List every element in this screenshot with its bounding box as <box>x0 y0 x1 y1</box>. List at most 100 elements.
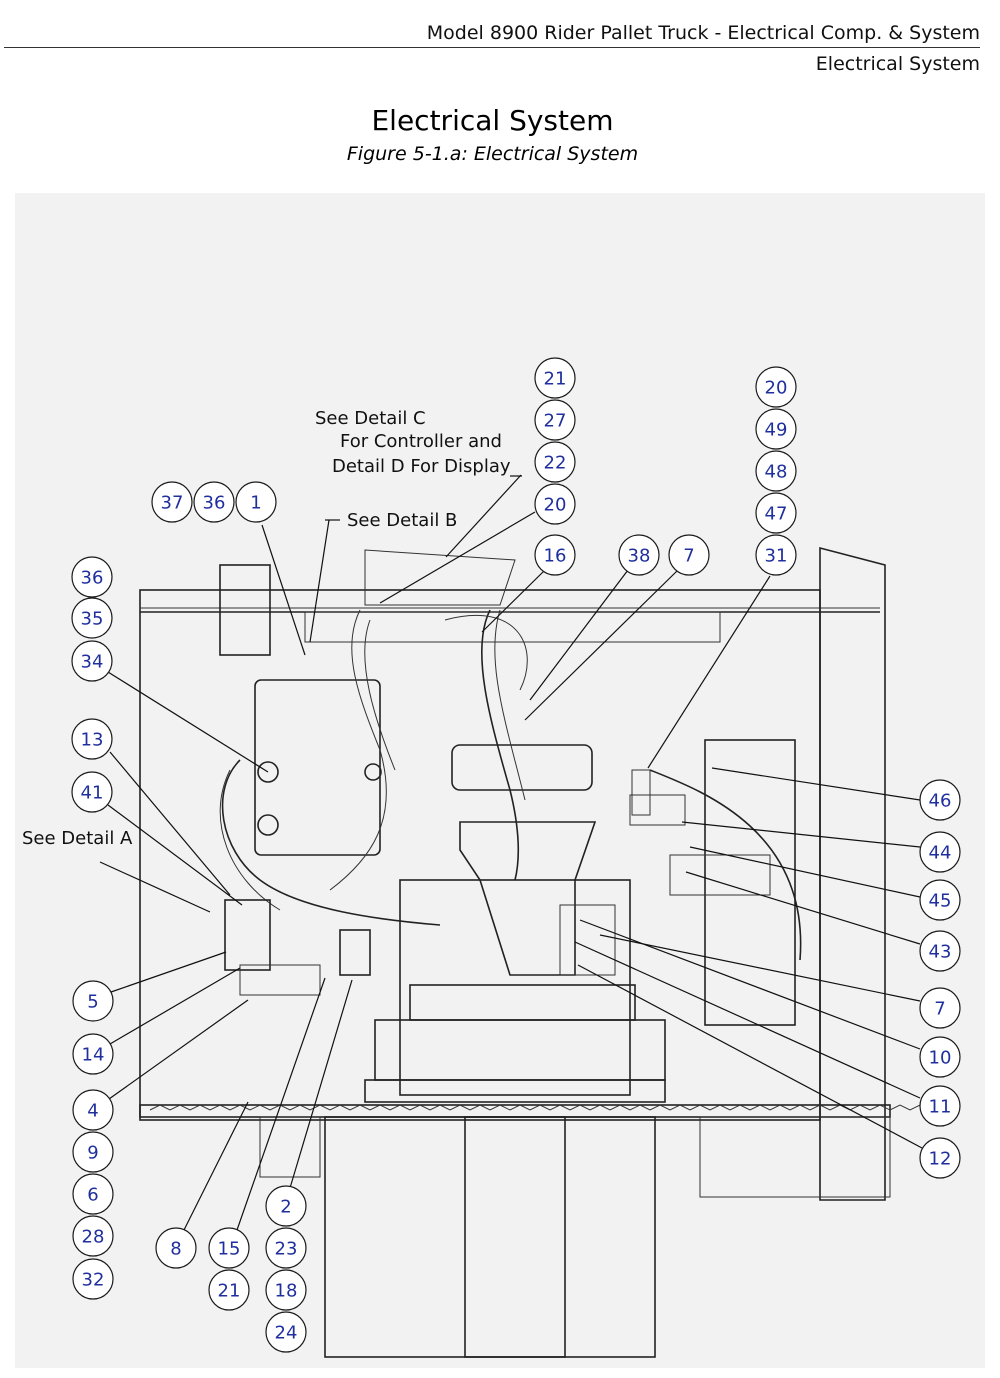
callout-number: 32 <box>82 1270 105 1291</box>
callout-number: 37 <box>161 493 184 514</box>
leader-line <box>529 569 629 701</box>
callout-13: 13 <box>71 718 113 760</box>
callout-44: 44 <box>919 831 961 873</box>
leader-line <box>236 977 326 1231</box>
callout-9: 9 <box>72 1131 114 1173</box>
leader-line <box>574 941 921 1099</box>
callout-1: 1 <box>235 481 277 523</box>
callout-7: 7 <box>668 534 710 576</box>
callout-number: 41 <box>81 783 104 804</box>
header-title: Model 8900 Rider Pallet Truck - Electric… <box>426 22 980 44</box>
callout-number: 5 <box>87 992 98 1013</box>
callout-number: 23 <box>275 1239 298 1260</box>
callout-number: 2 <box>280 1197 291 1218</box>
callout-16: 16 <box>534 534 576 576</box>
callout-number: 10 <box>929 1048 952 1069</box>
callout-number: 47 <box>765 504 788 525</box>
callout-14: 14 <box>72 1033 114 1075</box>
leader-line <box>711 767 921 801</box>
callout-number: 46 <box>929 791 952 812</box>
diagram-background <box>15 193 985 1368</box>
header-rule <box>4 47 980 48</box>
leader-line <box>481 569 546 633</box>
leader-line <box>599 934 921 1002</box>
callout-number: 43 <box>929 942 952 963</box>
machine-drawing <box>139 546 931 1358</box>
callout-37: 37 <box>151 481 193 523</box>
leader-line <box>309 519 330 643</box>
leader-line <box>647 575 771 769</box>
callout-number: 6 <box>87 1185 98 1206</box>
note-see-detail-a: See Detail A <box>22 828 133 849</box>
callout-36: 36 <box>193 481 235 523</box>
callout-21: 21 <box>208 1269 250 1311</box>
callout-15: 15 <box>208 1227 250 1269</box>
callout-number: 14 <box>82 1045 105 1066</box>
callout-31: 31 <box>755 534 797 576</box>
callout-10: 10 <box>919 1036 961 1078</box>
callout-46: 46 <box>919 779 961 821</box>
callout-11: 11 <box>919 1085 961 1127</box>
callout-5: 5 <box>72 980 114 1022</box>
callout-number: 8 <box>170 1239 181 1260</box>
callout-number: 21 <box>544 369 567 390</box>
callout-number: 36 <box>203 493 226 514</box>
callout-number: 1 <box>250 493 261 514</box>
callout-number: 20 <box>765 378 788 399</box>
leader-line <box>183 1101 249 1231</box>
callout-number: 21 <box>218 1281 241 1302</box>
callout-number: 9 <box>87 1143 98 1164</box>
leader-line <box>107 804 243 906</box>
leader-line <box>107 671 269 773</box>
callout-number: 48 <box>765 462 788 483</box>
leader-line <box>524 569 679 721</box>
callout-number: 20 <box>544 495 567 516</box>
leader-line <box>577 964 923 1149</box>
callout-12: 12 <box>919 1137 961 1179</box>
callout-41: 41 <box>71 771 113 813</box>
header-section: Electrical System <box>815 53 980 75</box>
callout-23: 23 <box>265 1227 307 1269</box>
leader-line <box>99 861 211 913</box>
callout-22: 22 <box>534 441 576 483</box>
notes: See Detail C For Controller and Detail D… <box>22 408 522 849</box>
leader-line <box>108 999 249 1100</box>
callout-number: 15 <box>218 1239 241 1260</box>
leader-line <box>681 821 921 848</box>
callout-45: 45 <box>919 879 961 921</box>
callout-number: 7 <box>683 546 694 567</box>
callout-number: 31 <box>765 546 788 567</box>
leader-line <box>109 967 241 1045</box>
callout-8: 8 <box>155 1227 197 1269</box>
leader-line <box>689 846 921 898</box>
callout-7: 7 <box>919 987 961 1029</box>
leader-line <box>379 511 536 604</box>
callout-43: 43 <box>919 930 961 972</box>
note-see-detail-b: See Detail B <box>347 510 457 531</box>
callout-number: 44 <box>929 843 952 864</box>
leader-line <box>109 751 231 896</box>
callout-32: 32 <box>72 1258 114 1300</box>
callout-number: 11 <box>929 1097 952 1118</box>
callout-number: 12 <box>929 1149 952 1170</box>
leader-line <box>261 524 306 656</box>
callout-28: 28 <box>72 1215 114 1257</box>
callout-20: 20 <box>755 366 797 408</box>
callout-number: 22 <box>544 453 567 474</box>
callout-20: 20 <box>534 483 576 525</box>
callout-number: 38 <box>628 546 651 567</box>
callout-24: 24 <box>265 1311 307 1353</box>
callout-38: 38 <box>618 534 660 576</box>
callout-number: 16 <box>544 546 567 567</box>
note-see-detail-c: See Detail C <box>315 408 426 429</box>
callout-number: 18 <box>275 1281 298 1302</box>
callout-36: 36 <box>71 556 113 598</box>
callout-6: 6 <box>72 1173 114 1215</box>
figure-caption: Figure 5-1.a: Electrical System <box>346 143 639 165</box>
callout-number: 49 <box>765 420 788 441</box>
note-for-controller: For Controller and <box>340 431 502 452</box>
leader-line <box>289 979 353 1189</box>
callout-number: 24 <box>275 1323 298 1344</box>
callout-47: 47 <box>755 492 797 534</box>
